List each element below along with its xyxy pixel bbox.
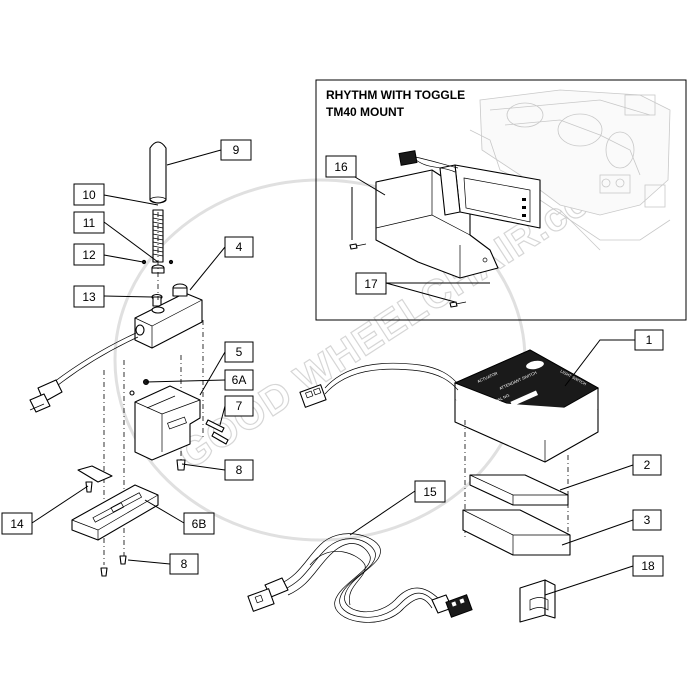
callout-13: 13 bbox=[73, 285, 105, 308]
callout-12: 12 bbox=[73, 243, 105, 266]
callout-16: 16 bbox=[325, 155, 357, 178]
inset-screws bbox=[349, 243, 467, 308]
tray-3 bbox=[462, 509, 571, 556]
callout-14: 14 bbox=[1, 512, 33, 535]
svg-text:7: 7 bbox=[236, 399, 243, 413]
svg-text:13: 13 bbox=[82, 290, 96, 304]
svg-text:8: 8 bbox=[181, 557, 188, 571]
jack-cable bbox=[29, 332, 139, 413]
bracket-5 bbox=[134, 385, 201, 461]
callout-2: 2 bbox=[632, 454, 662, 476]
callout-15: 15 bbox=[414, 480, 446, 503]
svg-text:4: 4 bbox=[236, 240, 243, 254]
svg-text:10: 10 bbox=[82, 188, 96, 202]
cable-15 bbox=[247, 533, 473, 623]
svg-text:6B: 6B bbox=[192, 517, 207, 531]
pad-2 bbox=[469, 474, 569, 506]
callout-8-lower: 8 bbox=[169, 553, 199, 575]
callout-6a: 6A bbox=[224, 369, 254, 391]
clip-18 bbox=[519, 579, 556, 623]
callout-5: 5 bbox=[224, 341, 254, 363]
svg-text:11: 11 bbox=[83, 216, 96, 230]
callout-9: 9 bbox=[220, 139, 252, 161]
display-unit bbox=[439, 164, 541, 229]
inset-title-line1: RHYTHM WITH TOGGLE bbox=[326, 88, 465, 102]
svg-text:16: 16 bbox=[334, 160, 348, 174]
callout-17: 17 bbox=[355, 272, 387, 295]
svg-text:17: 17 bbox=[364, 277, 378, 291]
callout-11: 11 bbox=[73, 211, 105, 234]
svg-text:1: 1 bbox=[646, 333, 653, 347]
module-cable bbox=[299, 362, 459, 408]
svg-text:3: 3 bbox=[644, 513, 651, 527]
svg-text:12: 12 bbox=[82, 248, 96, 262]
watermark: GOOD WHEELCHAIR.com bbox=[113, 159, 629, 542]
svg-text:18: 18 bbox=[641, 559, 655, 573]
toggle-knob-9 bbox=[149, 141, 167, 204]
inset-connector bbox=[398, 150, 459, 173]
callout-1: 1 bbox=[634, 329, 664, 351]
screws-7 bbox=[205, 419, 229, 445]
svg-text:6A: 6A bbox=[232, 373, 247, 387]
stud-13 bbox=[151, 293, 163, 307]
inset-panel: RHYTHM WITH TOGGLE TM40 MOUNT bbox=[315, 79, 687, 321]
svg-text:5: 5 bbox=[236, 345, 243, 359]
plate-6b bbox=[71, 465, 159, 541]
svg-text:2: 2 bbox=[644, 458, 651, 472]
screw-8-upper bbox=[176, 459, 186, 471]
housing-4 bbox=[134, 283, 203, 349]
callout-18: 18 bbox=[632, 555, 664, 577]
callout-4: 4 bbox=[224, 236, 254, 258]
callout-3: 3 bbox=[632, 509, 662, 531]
svg-text:9: 9 bbox=[233, 143, 240, 157]
svg-text:15: 15 bbox=[423, 485, 437, 499]
svg-text:8: 8 bbox=[236, 463, 243, 477]
callout-6b: 6B bbox=[183, 512, 215, 535]
callout-8-upper: 8 bbox=[224, 459, 254, 481]
svg-text:14: 14 bbox=[10, 517, 24, 531]
inset-title-line2: TM40 MOUNT bbox=[326, 105, 405, 119]
callout-7: 7 bbox=[224, 395, 254, 417]
control-module-1: ACTUATOR ATTENDANT SWITCH LIGHT SWITCH S… bbox=[453, 349, 600, 463]
callout-10: 10 bbox=[73, 183, 105, 206]
ghost-chair-frame bbox=[469, 89, 671, 251]
